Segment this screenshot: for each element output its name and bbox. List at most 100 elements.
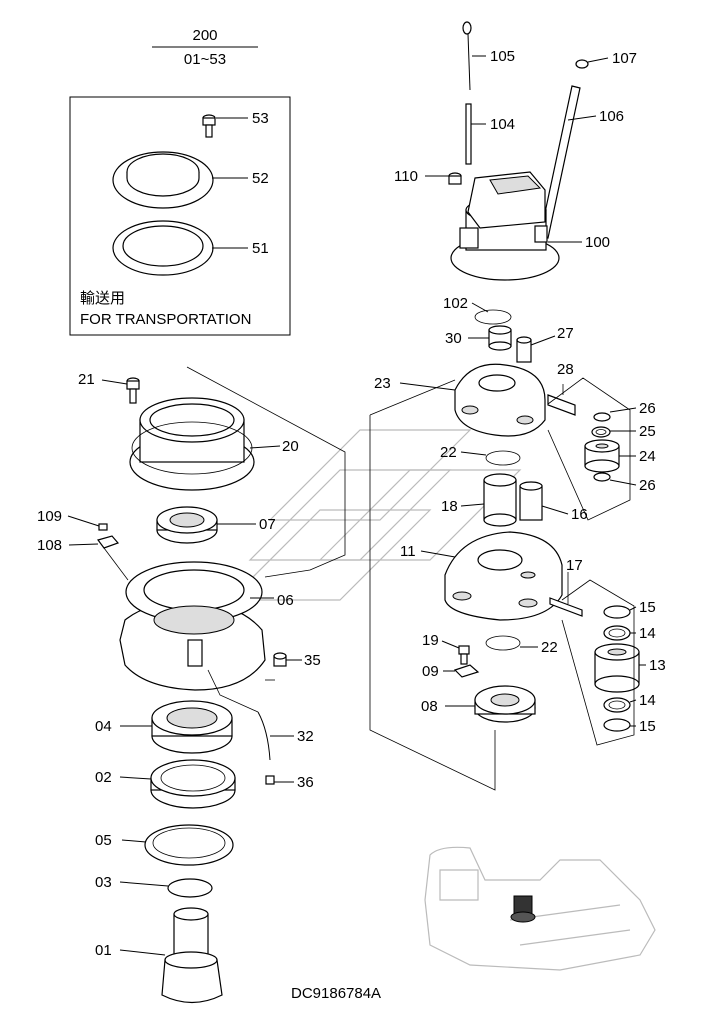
callout-32: 32: [297, 728, 314, 745]
part-18-sun-gear: [483, 473, 517, 527]
part-14-bearing-a: [603, 625, 631, 641]
callout-108: 108: [37, 537, 62, 554]
callout-51: 51: [252, 240, 269, 257]
part-100-swing-motor: [450, 171, 560, 281]
callout-106: 106: [599, 108, 624, 125]
callout-30: 30: [445, 330, 462, 347]
callout-05: 05: [95, 832, 112, 849]
callout-01: 01: [95, 942, 112, 959]
callout-04: 04: [95, 718, 112, 735]
part-06-housing: [119, 561, 266, 691]
part-01-drive-shaft: [161, 907, 223, 1004]
part-07-bearing: [156, 506, 218, 544]
callout-02: 02: [95, 769, 112, 786]
callout-14a: 14: [639, 625, 656, 642]
part-05-ring: [144, 824, 234, 866]
assembly-guide-lines: [186, 366, 456, 681]
callout-19: 19: [422, 632, 439, 649]
callout-07: 07: [259, 516, 276, 533]
callout-03: 03: [95, 874, 112, 891]
callout-14b: 14: [639, 692, 656, 709]
part-11-carrier: [444, 531, 563, 621]
callout-35: 35: [304, 652, 321, 669]
part-108-plate: [96, 535, 120, 549]
callout-17: 17: [566, 557, 583, 574]
part-25-bearing: [591, 426, 611, 438]
callout-25: 25: [639, 423, 656, 440]
callout-11: 11: [400, 543, 416, 560]
part-08-collar: [474, 685, 536, 723]
callout-08: 08: [421, 698, 438, 715]
callout-107: 107: [612, 50, 637, 67]
part-02-bearing: [150, 759, 236, 809]
part-104-pipe: [465, 103, 472, 165]
callout-23: 23: [374, 375, 391, 392]
part-15-ring-a: [603, 605, 631, 619]
upper-carrier-group: 102 30 27 28 23 26: [374, 295, 656, 521]
part-04-bearing: [151, 700, 233, 754]
part-26-washer-b: [593, 472, 611, 482]
callout-26b: 26: [639, 477, 656, 494]
left-housing-group: 21 20 07 109 108: [37, 371, 321, 1004]
callout-36: 36: [297, 774, 314, 791]
callout-16: 16: [571, 506, 588, 523]
watermark-logo: [228, 429, 522, 601]
lower-carrier-group: 22 18 16 11 17 15: [369, 415, 666, 791]
callout-22b: 22: [541, 639, 558, 656]
part-32-drain-pipe: [257, 711, 271, 761]
callout-09: 09: [422, 663, 439, 680]
group-number: 200: [192, 27, 217, 44]
callout-15b: 15: [639, 718, 656, 735]
part-19-bolt: [458, 645, 470, 665]
transport-title-jp: 輸送用: [80, 290, 125, 307]
part-03-o-ring: [167, 878, 213, 898]
part-09-lock-plate: [453, 664, 480, 678]
part-52-cover: [112, 151, 214, 209]
part-22-ring-b: [485, 635, 521, 651]
part-20-ring-gear-housing: [129, 397, 255, 491]
callout-20: 20: [282, 438, 299, 455]
callout-24: 24: [639, 448, 656, 465]
part-22-ring-a: [485, 450, 521, 466]
callout-105: 105: [490, 48, 515, 65]
callout-110: 110: [394, 168, 418, 185]
group-header: 200 01~53: [152, 27, 258, 68]
excavator-location-sketch: [424, 846, 656, 971]
transport-title-en: FOR TRANSPORTATION: [80, 311, 251, 328]
part-53-bolt: [202, 114, 216, 138]
part-23-carrier: [454, 363, 546, 437]
callout-102: 102: [443, 295, 468, 312]
part-28-shaft: [547, 394, 576, 416]
callout-109: 109: [37, 508, 62, 525]
part-27-pin: [516, 336, 532, 363]
callout-06: 06: [277, 592, 294, 609]
callout-18: 18: [441, 498, 458, 515]
part-35-plug: [273, 652, 287, 667]
callout-26a: 26: [639, 400, 656, 417]
part-24-planet-gear: [584, 439, 620, 473]
part-13-planet-gear: [594, 643, 640, 693]
callout-27: 27: [557, 325, 574, 342]
callout-13: 13: [649, 657, 666, 674]
part-51-ring: [112, 220, 214, 276]
part-36-plug: [265, 775, 275, 785]
part-110-bolt: [448, 172, 462, 185]
part-15-ring-b: [603, 718, 631, 732]
callout-100: 100: [585, 234, 610, 251]
part-105-dipstick: [462, 21, 472, 91]
part-109-bolt: [98, 523, 108, 531]
callout-52: 52: [252, 170, 269, 187]
callout-104: 104: [490, 116, 515, 133]
part-14-bearing-b: [603, 697, 631, 713]
motor-location-marker: [510, 895, 536, 923]
callout-22a: 22: [440, 444, 457, 461]
part-16-pin: [519, 481, 543, 521]
part-17-shaft: [549, 597, 583, 617]
part-30-sun-gear: [488, 325, 512, 351]
motor-assembly-group: 105 104 107 106 110 100: [394, 21, 637, 281]
part-21-bolt: [126, 377, 140, 404]
callout-15a: 15: [639, 599, 656, 616]
transport-parts-box: 53 52 51 輸送用 FOR TRANSPORTATION: [69, 96, 291, 336]
part-102-snap-ring: [474, 309, 512, 325]
